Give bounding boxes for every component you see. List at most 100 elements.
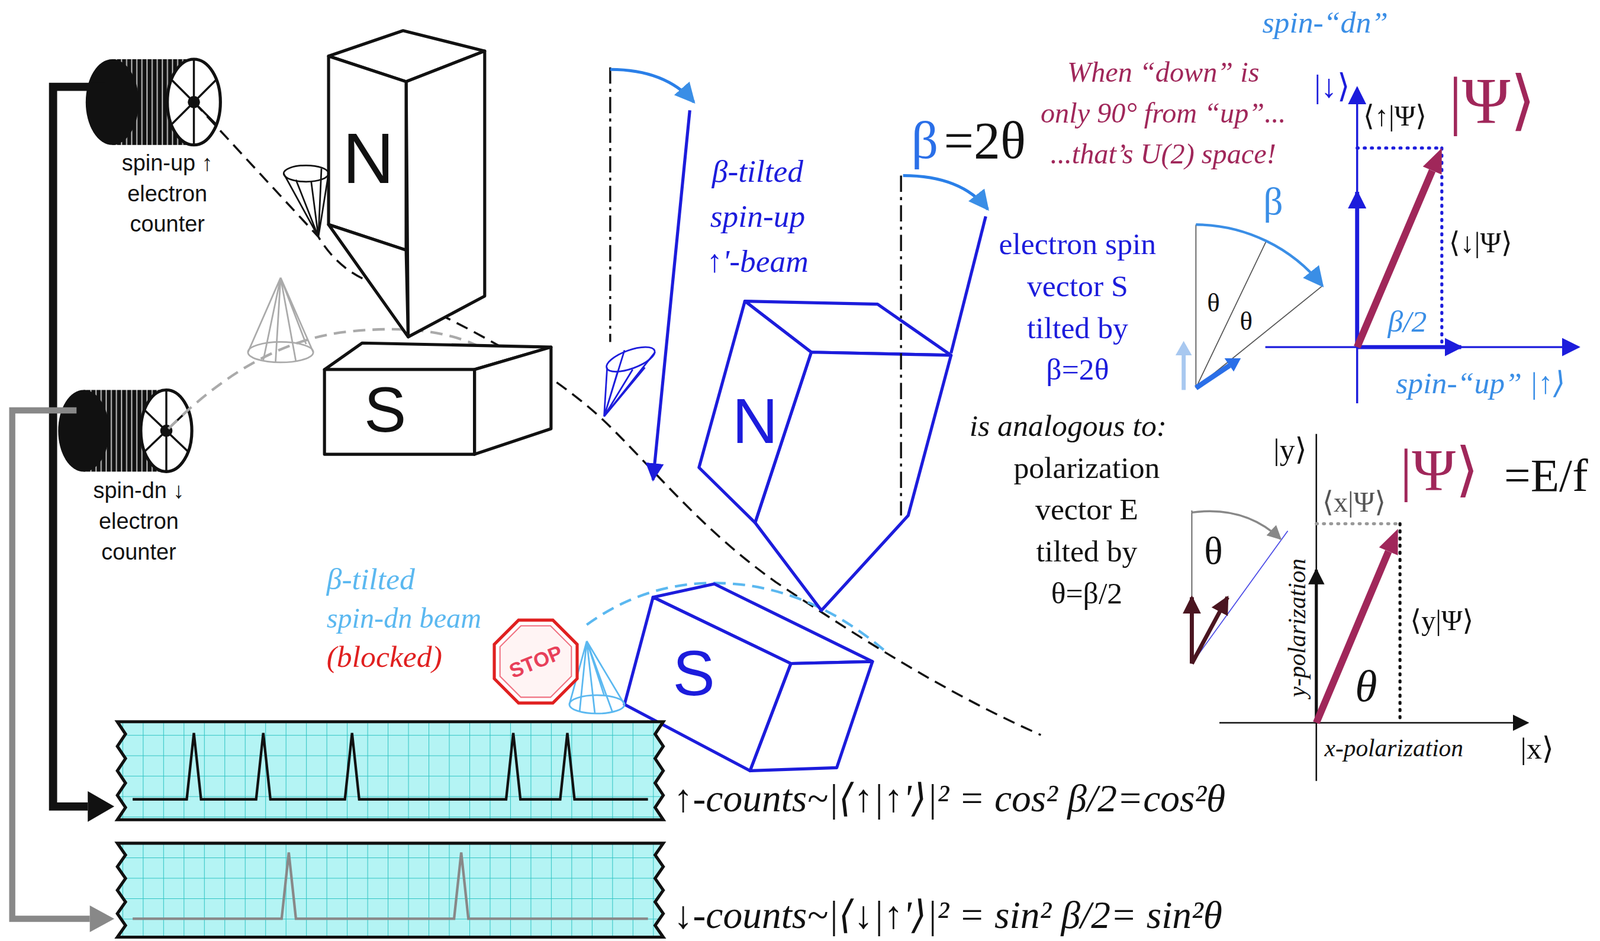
spin-state-axes xyxy=(1357,345,1462,350)
pole-letter: S xyxy=(364,378,407,443)
signal-wire xyxy=(12,410,90,919)
state-label: |Ψ⟩ xyxy=(1399,436,1479,505)
angle-label: θ xyxy=(1203,528,1223,573)
spin-precession-cone xyxy=(604,349,656,417)
magnet-block xyxy=(328,56,407,251)
axis-label: spin-“up” |↑⟩ xyxy=(1395,365,1566,401)
tilt-angle-marker xyxy=(903,175,988,210)
spin-tilt-sketch xyxy=(1195,365,1230,388)
spin-tilt-sketch xyxy=(1195,224,1323,286)
polarization-tilt-sketch xyxy=(1191,596,1228,663)
counter-drum xyxy=(140,390,192,472)
counter-drum xyxy=(145,390,188,472)
magnet-block xyxy=(406,50,485,337)
magnet-block xyxy=(324,30,552,455)
chart-strip xyxy=(117,721,663,820)
chart-strip xyxy=(117,721,663,938)
stop-sign: STOP xyxy=(489,615,582,707)
spin-state-axes xyxy=(1357,170,1433,347)
electron-counter: spin-up ↑ electron counter xyxy=(105,46,230,244)
chart-strip xyxy=(117,842,663,938)
polarization-axes xyxy=(1316,522,1399,526)
ket-label: |↓⟩ xyxy=(1314,67,1350,105)
tilt-angle-marker xyxy=(652,110,690,480)
angle-label: β xyxy=(1263,179,1283,224)
amplitude-label: ⟨x|Ψ⟩ xyxy=(1322,485,1386,519)
spin-precession-cone xyxy=(248,165,658,714)
arrowhead xyxy=(87,790,115,822)
analogy-note: is analogous to: xyxy=(969,408,1167,444)
angle-label: =2θ xyxy=(944,114,1026,168)
angle-label: β xyxy=(910,114,939,168)
angle-label: θ xyxy=(1354,661,1377,713)
note: When “down” is xyxy=(1010,56,1317,89)
note: only 90° from “up”... xyxy=(1010,97,1317,130)
beam-label: spin-dn beam xyxy=(326,601,482,635)
chart-recorder: ↑-counts~|⟨↑|↑'⟩|² = cos² β/2=cos²θ xyxy=(114,719,1238,822)
spin-state-axes xyxy=(1356,87,1358,404)
polarization-tilt-sketch xyxy=(1191,510,1193,664)
signal-wire xyxy=(53,87,106,807)
signal-wire xyxy=(53,87,115,822)
magnet-pole: N xyxy=(714,367,797,475)
electron-counter: spin-dn ↓ electron counter xyxy=(76,367,201,572)
polarization-axes xyxy=(1219,721,1528,724)
magnet-pole: N xyxy=(336,101,401,215)
spin-precession-cone xyxy=(569,694,625,714)
counter-drum xyxy=(58,390,192,472)
magnet-pole: S xyxy=(652,627,735,720)
counter-label: spin-up ↑ electron counter xyxy=(105,147,230,240)
axis-label: spin-“dn” xyxy=(1262,5,1389,41)
chart-strip xyxy=(132,732,649,800)
spin-description: electron spin vector S tilted by β=2θ xyxy=(995,222,1161,391)
counter-drum xyxy=(85,59,221,146)
spin-state-axes xyxy=(1423,147,1442,175)
polarization-axes xyxy=(1315,433,1318,781)
chart-recorder: ↓-counts~|⟨↓|↑'⟩|² = sin² β/2= sin²θ xyxy=(114,841,1235,938)
spin-precession-cone xyxy=(248,341,314,362)
angle-label: θ xyxy=(1239,306,1252,337)
pole-letter: N xyxy=(342,122,395,195)
counter-drum xyxy=(58,390,109,472)
chart-strip xyxy=(132,851,649,919)
count-formula: ↑-counts~|⟨↑|↑'⟩|² = cos² β/2=cos²θ xyxy=(673,776,1226,822)
ket-label: |x⟩ xyxy=(1520,730,1554,766)
beam-path xyxy=(194,101,1042,735)
spin-state-axes xyxy=(1357,147,1442,347)
spin-state-axes xyxy=(1265,345,1579,348)
pole-letter: S xyxy=(673,641,716,705)
ket-label: |y⟩ xyxy=(1273,431,1307,467)
angle-label: θ xyxy=(1206,287,1220,319)
tilt-angle-marker xyxy=(610,67,988,516)
spin-tilt-sketch xyxy=(1181,352,1186,390)
spin-precession-cone xyxy=(248,277,314,363)
spin-tilt-sketch xyxy=(1195,224,1323,388)
counter-label: spin-dn ↓ electron counter xyxy=(76,475,201,568)
state-label: |Ψ⟩ xyxy=(1449,63,1537,139)
tilted-magnet-block xyxy=(624,301,952,771)
magnet-block xyxy=(328,224,408,337)
spin-precession-cone xyxy=(603,341,659,417)
spin-precession-cone xyxy=(283,168,329,237)
counter-drum xyxy=(167,59,221,146)
counter-drum xyxy=(171,59,217,146)
polarization-tilt-sketch xyxy=(1189,596,1194,663)
tilt-angle-marker xyxy=(899,175,902,516)
counter-drum xyxy=(85,59,140,146)
polarization-axes xyxy=(1314,569,1318,723)
axis-label: y-polarization xyxy=(1283,558,1313,697)
polarization-axes xyxy=(1379,528,1399,556)
amplitude-label: ⟨↑|Ψ⟩ xyxy=(1363,100,1427,133)
amplitude-label: ⟨y|Ψ⟩ xyxy=(1409,604,1474,637)
angle-label: β/2 xyxy=(1387,304,1427,340)
tilt-angle-marker xyxy=(610,69,694,102)
tilt-angle-marker xyxy=(609,67,611,343)
beam-label: β-tilted spin-up ↑'-beam xyxy=(699,149,817,285)
tilt-angle-marker xyxy=(951,216,987,353)
spin-state-axes xyxy=(1354,191,1360,347)
stop-octagon xyxy=(500,625,572,698)
tilted-magnet-block xyxy=(699,301,812,523)
stop-octagon xyxy=(494,619,578,703)
arrowhead xyxy=(89,905,115,932)
